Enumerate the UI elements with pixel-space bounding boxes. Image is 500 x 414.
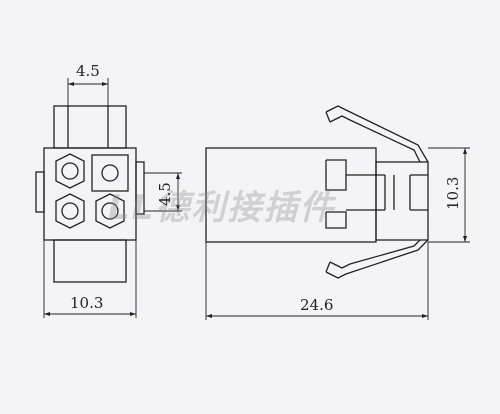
lower-latch [325,239,429,279]
front-bottom-housing [53,239,127,283]
side-view [205,105,429,279]
front-dimensions [43,78,182,318]
cavity-hex-bottom-right [95,193,125,229]
upper-latch [325,105,429,163]
terminal-hole [101,202,119,220]
terminal-hole [101,164,119,182]
side-dim-right-label: 10.3 [444,176,462,210]
front-dim-right-label: 4.5 [156,182,174,206]
cavity-hex-top-left [55,153,85,189]
side-dimensions [205,147,470,320]
front-view [35,105,145,283]
front-dim-top-label: 4.5 [76,62,100,80]
terminal-hole [61,162,79,180]
front-left-tab [35,171,45,213]
side-dim-bottom-label: 24.6 [300,296,334,314]
watermark-text: LL德利接插件 [108,188,336,228]
cavity-square-top-right [91,154,129,192]
side-right-face [375,161,429,241]
front-right-tab [135,161,145,215]
terminal-hole [61,202,79,220]
cavity-hex-bottom-left [55,193,85,229]
front-dim-bottom-label: 10.3 [70,294,104,312]
front-top-housing [53,105,127,149]
